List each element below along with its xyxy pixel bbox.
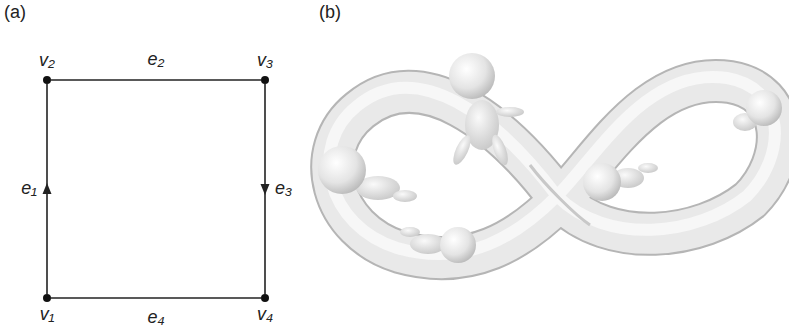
edge-label: e₂ [148,50,165,70]
arrowhead [43,183,52,194]
edge-label: e₄ [147,308,164,326]
graph-edge [51,297,261,299]
figure-left [318,146,417,202]
vertex-dot: v₄ [261,294,269,302]
vertex-dot: v₃ [261,76,269,84]
vertex-dot: v₁ [43,294,51,302]
mobius-strip [329,77,778,258]
figure-top [449,53,524,167]
edge-label: e₁ [21,179,37,199]
vertex-label: v₃ [257,51,273,71]
figure-right [733,90,782,131]
arrowhead [261,184,270,195]
panel-label: (a) [4,3,26,23]
vertex-label: v₁ [40,305,55,325]
panel-label: (b) [319,3,341,23]
figure-center [583,163,658,201]
vertex-label: v₄ [257,305,273,325]
figure-bottom [400,227,476,263]
vertex-dot: v₂ [43,76,51,84]
edge-label: e₃ [275,179,292,199]
graph-edge [51,79,261,81]
vertex-label: v₂ [39,51,55,71]
